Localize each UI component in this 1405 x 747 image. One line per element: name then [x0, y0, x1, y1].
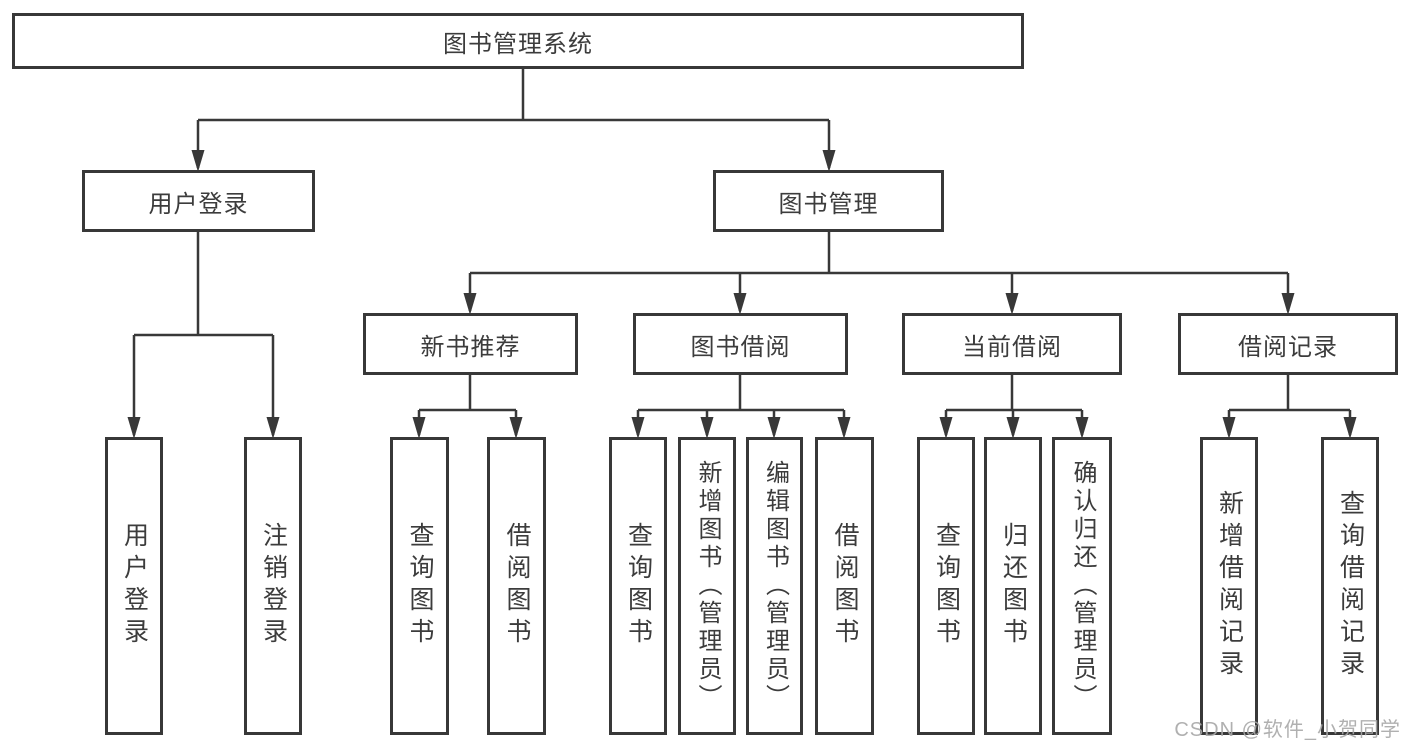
- edges-new-book-rec-children: [417, 375, 518, 435]
- csdn-watermark: CSDN @软件_小贺同学: [1174, 719, 1401, 741]
- arrowheads-user-login-children: [127, 417, 280, 439]
- edges-root-to-level2: [196, 69, 831, 168]
- node-book-management-label: 图书管理: [778, 190, 879, 218]
- node-leaf-query-current-books: 查询图书: [917, 437, 975, 735]
- node-leaf-add-borrow-record-label: 新增借阅记录: [1215, 490, 1244, 682]
- node-current-borrowing: 当前借阅: [902, 313, 1122, 375]
- node-leaf-query-books: 查询图书: [609, 437, 667, 735]
- node-current-borrowing-label: 当前借阅: [962, 333, 1062, 361]
- node-user-login-label: 用户登录: [148, 190, 249, 218]
- node-borrowing-records-label: 借阅记录: [1238, 333, 1338, 361]
- node-leaf-user-login: 用户登录: [105, 437, 163, 735]
- node-leaf-edit-books-admin: 编辑图书（管理员）: [746, 437, 803, 735]
- node-root-label: 图书管理系统: [443, 30, 593, 58]
- arrowheads-new-book-rec-children: [412, 417, 523, 439]
- node-leaf-add-borrow-record: 新增借阅记录: [1200, 437, 1258, 735]
- node-leaf-borrow-books-label: 借阅图书: [831, 522, 859, 650]
- arrowheads-current-borrow-children: [939, 417, 1089, 439]
- node-leaf-confirm-return-admin: 确认归还（管理员）: [1052, 437, 1112, 735]
- edges-user-login-children: [132, 232, 275, 435]
- arrowheads-book-mgmt-children: [463, 293, 1295, 315]
- node-leaf-edit-books-admin-label: 编辑图书（管理员）: [761, 460, 789, 712]
- node-leaf-query-borrow-record-label: 查询借阅记录: [1336, 490, 1365, 682]
- node-leaf-logout-label: 注销登录: [259, 522, 288, 650]
- node-leaf-borrow-books-recommend: 借阅图书: [487, 437, 546, 735]
- edges-borrow-records-children: [1227, 375, 1352, 435]
- edges-book-mgmt-children: [468, 232, 1290, 311]
- node-leaf-borrow-books-recommend-label: 借阅图书: [503, 522, 531, 650]
- node-leaf-return-books-label: 归还图书: [999, 522, 1028, 650]
- node-leaf-return-books: 归还图书: [984, 437, 1042, 735]
- node-leaf-query-borrow-record: 查询借阅记录: [1321, 437, 1379, 735]
- node-leaf-borrow-books: 借阅图书: [815, 437, 874, 735]
- node-user-login: 用户登录: [82, 170, 315, 232]
- node-leaf-query-books-recommend-label: 查询图书: [406, 522, 434, 650]
- node-leaf-add-books-admin-label: 新增图书（管理员）: [694, 460, 721, 712]
- node-book-management: 图书管理: [713, 170, 944, 232]
- arrowheads-book-borrow-children: [631, 417, 851, 439]
- node-root-system: 图书管理系统: [12, 13, 1024, 69]
- node-leaf-query-current-books-label: 查询图书: [932, 522, 961, 650]
- node-leaf-user-login-label: 用户登录: [120, 522, 149, 650]
- node-new-book-recommend: 新书推荐: [363, 313, 578, 375]
- node-book-borrowing: 图书借阅: [633, 313, 848, 375]
- node-leaf-query-books-label: 查询图书: [624, 522, 653, 650]
- edges-book-borrow-children: [636, 375, 846, 435]
- node-leaf-confirm-return-admin-label: 确认归还（管理员）: [1069, 460, 1096, 712]
- node-borrowing-records: 借阅记录: [1178, 313, 1398, 375]
- node-new-book-recommend-label: 新书推荐: [420, 333, 521, 361]
- arrowheads-root-to-level2: [191, 150, 836, 172]
- node-book-borrowing-label: 图书借阅: [690, 333, 791, 361]
- node-leaf-query-books-recommend: 查询图书: [390, 437, 449, 735]
- node-leaf-logout: 注销登录: [244, 437, 302, 735]
- arrowheads-borrow-records-children: [1222, 417, 1357, 439]
- node-leaf-add-books-admin: 新增图书（管理员）: [678, 437, 736, 735]
- edges-current-borrow-children: [944, 375, 1084, 435]
